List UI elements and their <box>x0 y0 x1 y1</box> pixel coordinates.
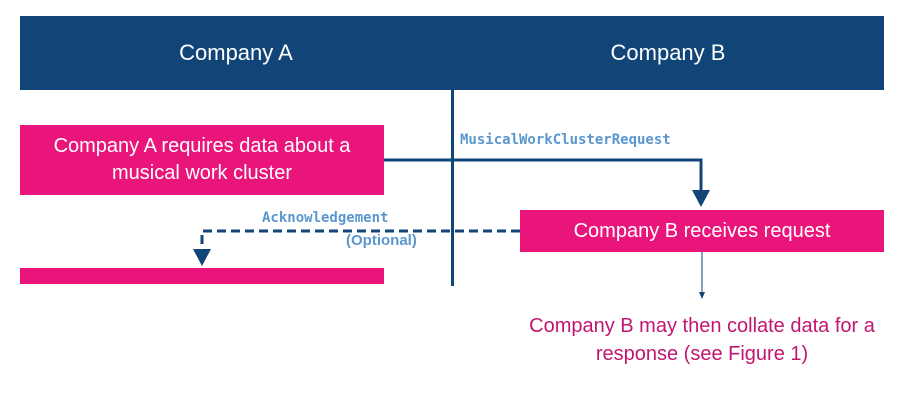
step-company-a-continuation <box>20 268 384 284</box>
step-company-b-receives: Company B receives request <box>520 210 884 252</box>
message-label-acknowledgement: Acknowledgement <box>262 210 389 226</box>
step-company-b-response: Company B may then collate data for a re… <box>529 315 875 365</box>
message-label-acknowledgement-optional: (Optional) <box>346 232 417 249</box>
request-arrowhead <box>692 190 710 207</box>
response-arrowhead <box>699 292 705 299</box>
lane-title-company-a: Company A <box>179 40 293 65</box>
acknowledgement-arrowhead <box>193 249 211 266</box>
acknowledgement-arrow-line <box>200 229 520 252</box>
message-label-request: MusicalWorkClusterRequest <box>460 132 671 148</box>
step-company-a-requires-text: Company A requires data about a musical … <box>53 135 351 184</box>
lane-divider <box>451 90 454 286</box>
lane-title-company-b: Company B <box>610 40 726 65</box>
request-arrow-line <box>384 158 703 193</box>
step-company-a-requires: Company A requires data about a musical … <box>20 125 384 195</box>
swimlane-header: Company A Company B <box>20 16 884 90</box>
